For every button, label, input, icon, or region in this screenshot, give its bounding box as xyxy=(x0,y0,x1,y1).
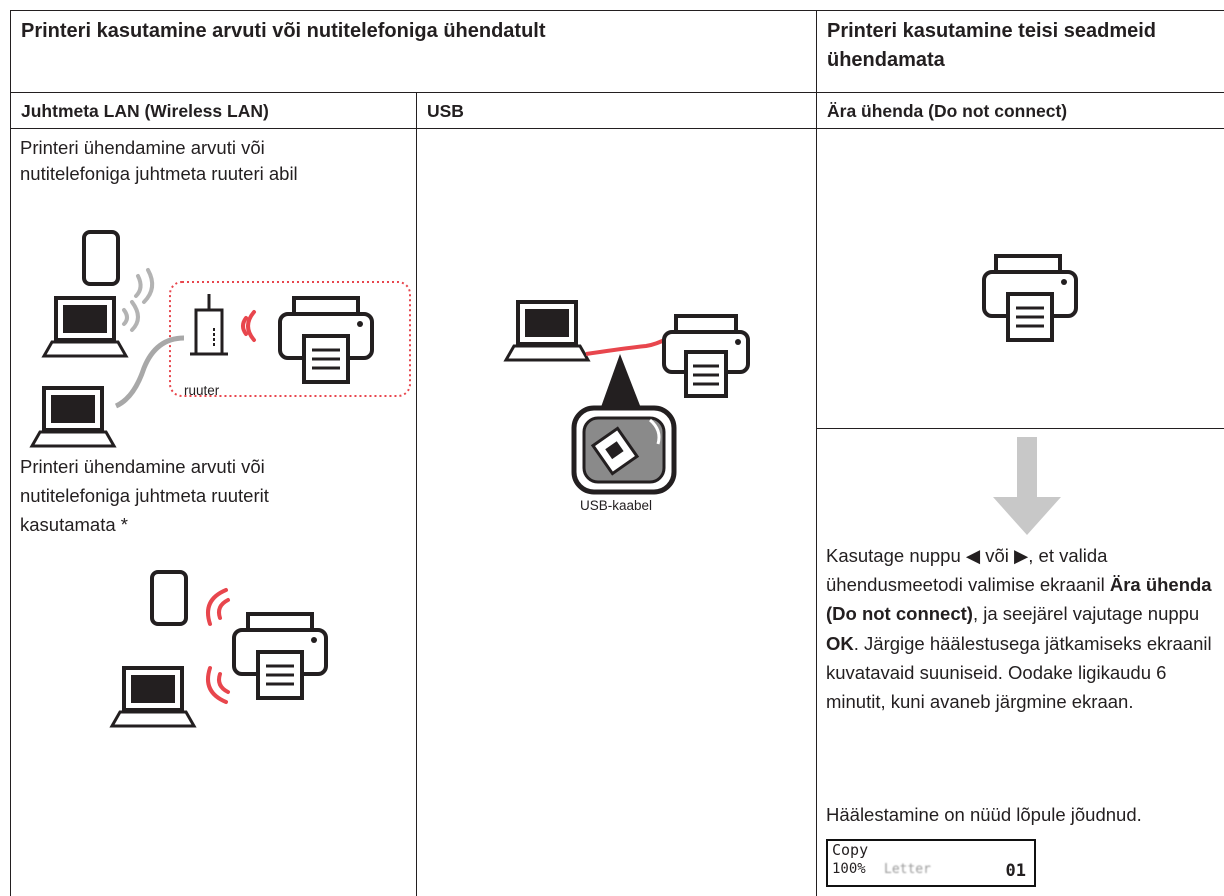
lcd-screen: Copy 100% Letter 01 xyxy=(826,839,1036,887)
wireless-body xyxy=(10,128,418,896)
setup-complete-text: Häälestamine on nüüd lõpule jõudnud. xyxy=(826,804,1142,825)
smartphone-icon-direct xyxy=(150,570,188,626)
usb-cable-label: USB-kaabel xyxy=(580,498,653,513)
router-icon xyxy=(190,294,228,356)
wireless-direct-description: Printeri ühendamine arvuti või nutitelef… xyxy=(20,456,269,535)
printer-icon-standalone xyxy=(982,254,1078,342)
lcd-zoom: 100% xyxy=(832,861,866,877)
smartphone-icon xyxy=(82,230,120,286)
do-not-connect-column-header: Ära ühenda (Do not connect) xyxy=(816,92,1224,130)
laptop-icon-bottom xyxy=(29,386,117,448)
wireless-router-illustration xyxy=(29,230,411,448)
laptop-icon-top xyxy=(41,296,129,358)
lcd-count: 01 xyxy=(1005,861,1026,881)
lcd-paper: Letter xyxy=(884,862,931,877)
usb-plug-icon xyxy=(571,405,677,495)
router-label: ruuter xyxy=(184,383,220,398)
standalone-header: Printeri kasutamine teisi seadmeid ühend… xyxy=(816,10,1224,94)
laptop-icon-usb xyxy=(503,300,591,362)
instructions-text: Kasutage nuppu ◀ või ▶, et valida ühendu… xyxy=(826,545,1212,713)
usb-illustration xyxy=(503,300,750,495)
printer-icon-direct xyxy=(232,612,328,700)
lcd-line-copy: Copy xyxy=(832,841,869,859)
down-arrow-icon xyxy=(993,437,1061,535)
laptop-icon-direct xyxy=(109,666,197,728)
wireless-router-description: Printeri ühendamine arvuti või nutitelef… xyxy=(20,137,298,184)
printer-icon-router xyxy=(278,296,374,384)
wireless-direct-illustration xyxy=(109,570,328,728)
printer-icon-usb xyxy=(662,314,750,398)
connected-title: Printeri kasutamine arvuti või nutitelef… xyxy=(21,20,546,42)
connected-header: Printeri kasutamine arvuti või nutitelef… xyxy=(10,10,818,94)
wireless-column-header: Juhtmeta LAN (Wireless LAN) xyxy=(10,92,418,130)
usb-body xyxy=(416,128,818,896)
standalone-title: Printeri kasutamine teisi seadmeid ühend… xyxy=(827,20,1157,71)
usb-column-header: USB xyxy=(416,92,818,130)
